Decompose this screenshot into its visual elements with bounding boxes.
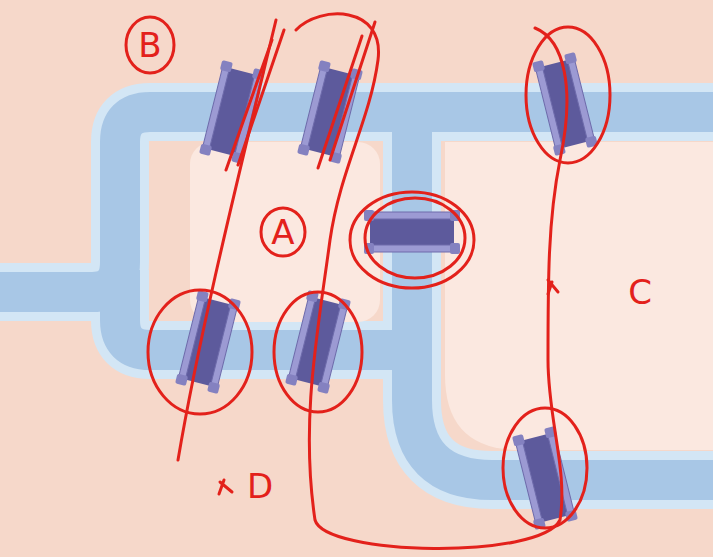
- region-letter: A: [271, 215, 294, 249]
- river-bank: [0, 112, 713, 480]
- river: [0, 112, 713, 480]
- landmass: [445, 142, 713, 450]
- region-letter: B: [138, 28, 161, 62]
- region-letter: C: [628, 275, 652, 309]
- region-letter: D: [247, 469, 273, 503]
- hand-annotation: [126, 14, 610, 549]
